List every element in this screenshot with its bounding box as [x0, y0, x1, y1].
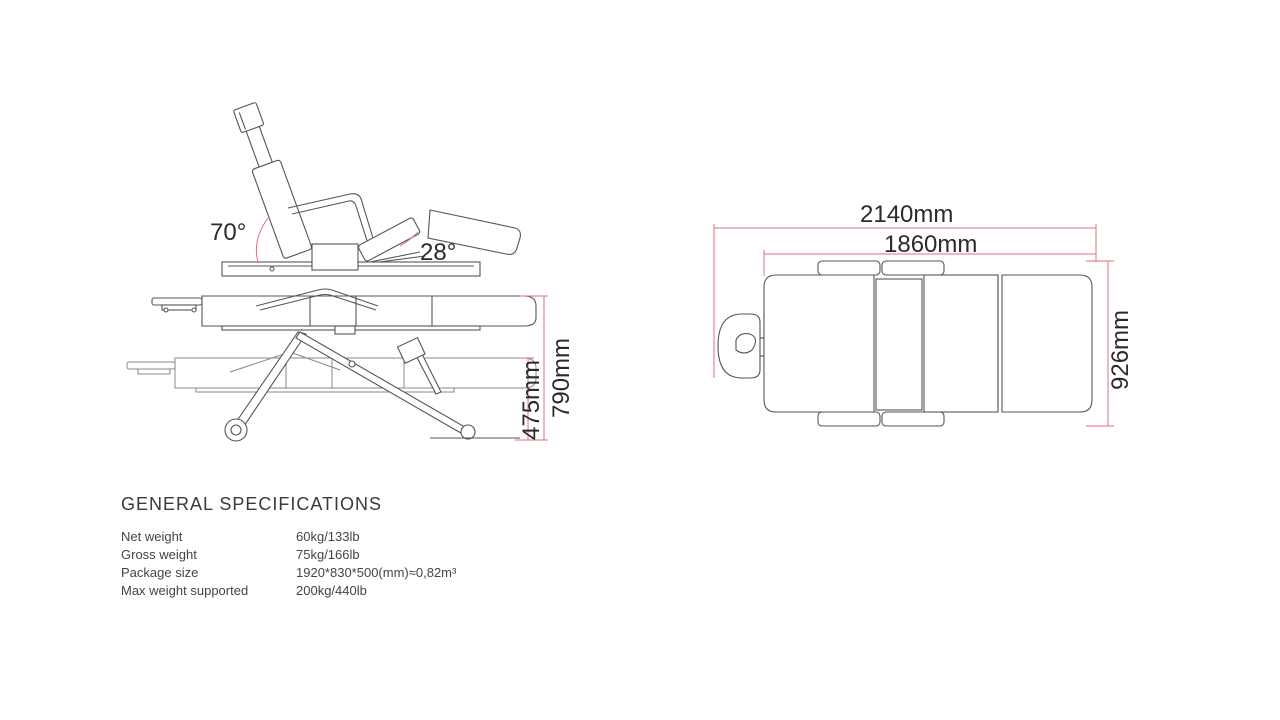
length-total-label: 2140mm	[860, 201, 953, 228]
scissor-lift	[224, 331, 520, 442]
spec-value: 60kg/133lb	[296, 528, 360, 544]
top-view	[717, 260, 1093, 427]
angle-indicators	[255, 217, 419, 263]
specs-table: Net weight 60kg/133lb Gross weight 75kg/…	[121, 527, 456, 599]
table-row: Gross weight 75kg/166lb	[121, 545, 456, 563]
height-max-label: 790mm	[548, 338, 575, 418]
general-specifications: GENERAL SPECIFICATIONS Net weight 60kg/1…	[121, 494, 456, 599]
table-row: Net weight 60kg/133lb	[121, 527, 456, 545]
spec-label: Gross weight	[121, 546, 197, 562]
spec-value: 1920*830*500(mm)≈0,82m³	[296, 564, 457, 580]
side-view-reclined	[221, 102, 521, 277]
side-view-flat	[151, 288, 537, 335]
angle-leg-label: 28°	[420, 239, 456, 266]
top-view-dimension-lines	[713, 224, 1114, 427]
spec-label: Max weight supported	[121, 582, 249, 598]
angle-back-label: 70°	[210, 219, 246, 246]
height-min-label: 475mm	[518, 360, 545, 440]
height-dimension-lines	[515, 295, 548, 441]
table-row: Max weight supported 200kg/440lb	[121, 581, 456, 599]
specs-title: GENERAL SPECIFICATIONS	[121, 494, 383, 514]
spec-label: Net weight	[121, 528, 183, 544]
spec-label: Package size	[121, 564, 199, 580]
width-total-label: 926mm	[1107, 310, 1134, 390]
table-row: Package size 1920*830*500(mm)≈0,82m³	[121, 563, 456, 581]
spec-value: 200kg/440lb	[296, 582, 367, 598]
length-body-label: 1860mm	[884, 231, 977, 258]
spec-value: 75kg/166lb	[296, 546, 360, 562]
